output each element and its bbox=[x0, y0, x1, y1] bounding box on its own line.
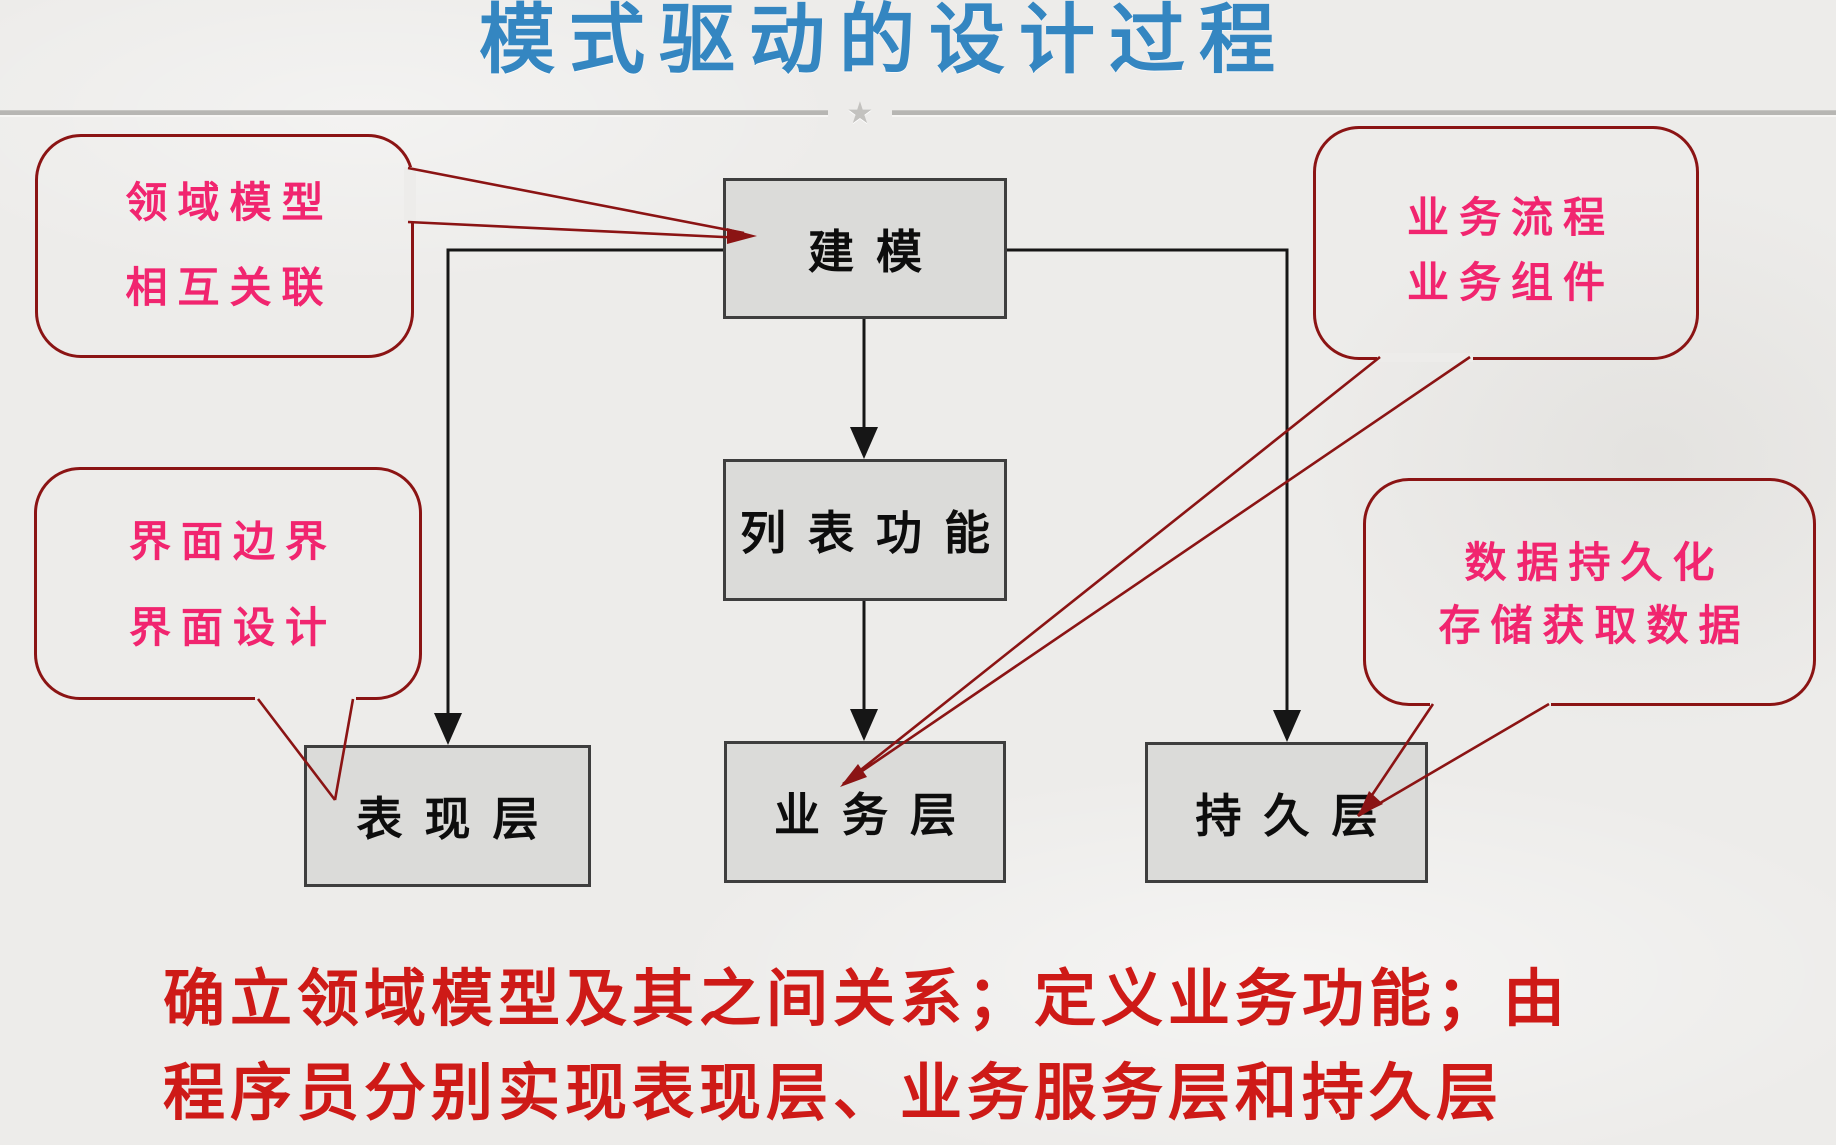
node-label: 表现层 bbox=[356, 792, 561, 846]
node-list-function: 列表功能 bbox=[723, 459, 1007, 601]
callout-text-line: 界面设计 bbox=[128, 603, 337, 652]
callout-business-process: 业务流程 业务组件 bbox=[1313, 126, 1699, 360]
caption-line-1: 确立领域模型及其之间关系；定义业务功能；由 bbox=[163, 962, 1571, 1035]
callout-text-line: 业务流程 bbox=[1406, 193, 1615, 242]
node-label: 持久层 bbox=[1195, 788, 1400, 843]
callout-text-line: 业务组件 bbox=[1406, 258, 1615, 307]
node-presentation-layer: 表现层 bbox=[304, 745, 591, 887]
callout-domain-model: 领域模型 相互关联 bbox=[35, 134, 414, 358]
arrow-modeling-to-listfunction bbox=[850, 319, 878, 459]
node-label: 列表功能 bbox=[740, 506, 1012, 560]
divider-line-left bbox=[0, 110, 828, 117]
callout-text-line: 存储获取数据 bbox=[1438, 601, 1751, 650]
connector-modeling-to-presentation bbox=[434, 248, 723, 745]
node-business-layer: 业务层 bbox=[724, 741, 1006, 883]
callout-text-line: 数据持久化 bbox=[1464, 538, 1725, 587]
page-title: 模式驱动的设计过程 bbox=[479, 0, 1289, 84]
callout-text-line: 相互关联 bbox=[125, 263, 334, 312]
divider-line-right bbox=[892, 110, 1836, 117]
connector-modeling-to-persistence bbox=[1007, 248, 1301, 742]
callout-text-line: 界面边界 bbox=[128, 517, 337, 566]
callout-tail-domain bbox=[404, 166, 757, 244]
node-modeling: 建模 bbox=[723, 178, 1007, 319]
arrow-listfunction-to-business bbox=[850, 601, 878, 741]
node-persistence-layer: 持久层 bbox=[1145, 742, 1428, 883]
star-icon: ★ bbox=[846, 96, 874, 131]
caption-line-2: 程序员分别实现表现层、业务服务层和持久层 bbox=[163, 1056, 1504, 1129]
node-label: 业务层 bbox=[774, 788, 978, 842]
callout-ui-design: 界面边界 界面设计 bbox=[34, 467, 422, 700]
callout-data-persistence: 数据持久化 存储获取数据 bbox=[1363, 478, 1816, 706]
node-label: 建模 bbox=[808, 224, 944, 279]
callout-text-line: 领域模型 bbox=[125, 178, 334, 227]
